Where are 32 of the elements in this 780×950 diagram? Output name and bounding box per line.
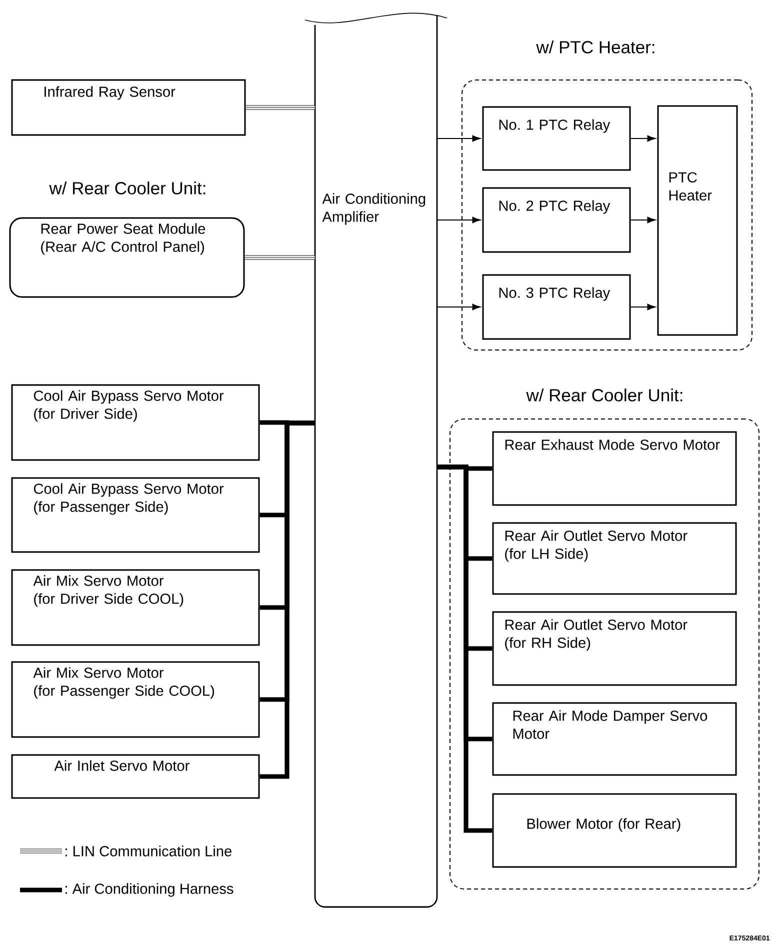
component-box: No. 3 PTC Relay bbox=[482, 274, 631, 340]
component-box: Cool Air Bypass Servo Motor (for Passenger Side) bbox=[11, 477, 260, 553]
component-box: Rear Air Mode Damper Servo Motor bbox=[492, 702, 737, 776]
component-box: Air Mix Servo Motor (for Passenger Side COOL) bbox=[11, 661, 260, 738]
component-box: No. 1 PTC Relay bbox=[482, 106, 631, 171]
component-box: Blower Motor (for Rear) bbox=[492, 793, 737, 868]
arrow bbox=[436, 135, 481, 142]
communication-line bbox=[244, 255, 316, 260]
section-heading: w/ Rear Cooler Unit: bbox=[526, 388, 682, 402]
component-box: Rear Air Outlet Servo Motor (for RH Side) bbox=[492, 611, 737, 686]
harness-line bbox=[437, 464, 492, 833]
component-box: No. 2 PTC Relay bbox=[482, 187, 631, 253]
arrow bbox=[436, 216, 481, 224]
component-box: Rear Power Seat Module (Rear A/C Control Panel) bbox=[9, 217, 245, 298]
section-heading: w/ Rear Cooler Unit: bbox=[49, 182, 206, 194]
communication-line bbox=[245, 105, 316, 110]
arrow bbox=[630, 304, 656, 310]
amplifier-unit: Air Conditioning Amplifier bbox=[304, 12, 448, 908]
component-box: Air Inlet Servo Motor bbox=[11, 754, 260, 799]
component-box: Infrared Ray Sensor bbox=[11, 79, 246, 136]
section-heading: w/ PTC Heater: bbox=[536, 40, 654, 54]
arrow bbox=[630, 216, 656, 224]
component-box: Air Mix Servo Motor (for Driver Side COOL) bbox=[11, 569, 260, 646]
arrow bbox=[630, 135, 656, 142]
arrow bbox=[436, 304, 481, 310]
component-box: Rear Air Outlet Servo Motor (for LH Side) bbox=[492, 522, 737, 595]
component-box: Rear Exhaust Mode Servo Motor bbox=[492, 431, 737, 506]
harness-line bbox=[260, 420, 315, 779]
legend-label: : Air Conditioning Harness bbox=[66, 883, 234, 897]
component-box: Cool Air Bypass Servo Motor (for Driver Side) bbox=[11, 384, 260, 461]
component-box: PTC Heater bbox=[657, 105, 738, 336]
legend-label: : LIN Communication Line bbox=[66, 846, 232, 856]
